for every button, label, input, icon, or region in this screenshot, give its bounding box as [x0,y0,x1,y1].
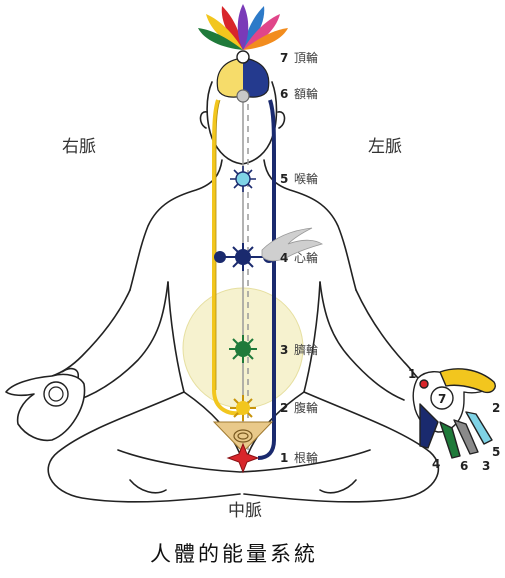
chakra-5-marker [230,166,256,192]
finger-1-number: 1 [408,367,416,381]
finger-2-number: 2 [492,401,500,415]
chakra-4-label: 4 心輪 [280,250,318,265]
chakra-3-number: 3 [280,343,288,357]
chakra-3-name: 臍輪 [294,342,318,357]
finger-4-number: 4 [432,457,440,471]
right-channel-outline [215,99,221,390]
chakra-3-label: 3 臍輪 [280,342,318,357]
right-hand [5,367,86,442]
right-channel [212,99,245,416]
palm-center-number: 7 [438,392,446,406]
chakra-4-number: 4 [280,251,288,265]
left-channel-label: 左脈 [368,137,402,157]
head-loop-blue [242,57,270,98]
palm-center [430,386,454,410]
chakra-5-name: 喉輪 [294,171,318,186]
finger-6-number: 6 [460,459,468,473]
crown-lotus [198,4,288,50]
chakra-1-number: 1 [280,451,288,465]
chakra-7-marker [236,50,250,64]
right-channel-label: 右脈 [62,137,96,157]
diagram-title: 人體的能量系統 [150,542,318,566]
finger-6 [439,421,461,459]
left-hand [412,368,496,459]
chakra-6-label: 6 額輪 [280,86,318,101]
head-loop-yellow [216,57,244,98]
finger-2 [439,368,496,394]
chakra-5-label: 5 喉輪 [280,171,318,186]
chakra-6-name: 額輪 [294,86,318,101]
finger-5 [465,411,493,445]
chakra-1-marker [226,442,260,474]
chakra-6-marker [236,89,250,103]
body-outline [47,81,440,503]
chakra-2-number: 2 [280,401,288,415]
chakra-3-marker [229,335,257,363]
central-channel-label: 中脈 [228,501,262,521]
finger-1-dot [419,379,429,389]
kundalini-spiral [233,429,253,443]
left-channel [257,99,276,460]
chakra-2-marker [230,395,256,421]
chakra-1-name: 根輪 [294,450,318,465]
chakra-4-name: 心輪 [294,250,318,265]
chakra-7-number: 7 [280,51,288,65]
chakra-5-number: 5 [280,172,288,186]
dove-shape [261,227,323,262]
chakra-2-label: 2 腹輪 [280,400,318,415]
finger-3-number: 3 [482,459,490,473]
chakra-6-number: 6 [280,87,288,101]
pelvis-triangle [212,421,274,453]
finger-3 [453,419,479,455]
finger-5-number: 5 [492,445,500,459]
chakra-2-name: 腹輪 [294,400,318,415]
chakra-7-label: 7 頂輪 [280,50,318,65]
chakra-1-label: 1 根輪 [280,450,318,465]
finger-4 [419,403,439,449]
chakra-7-name: 頂輪 [294,50,318,65]
